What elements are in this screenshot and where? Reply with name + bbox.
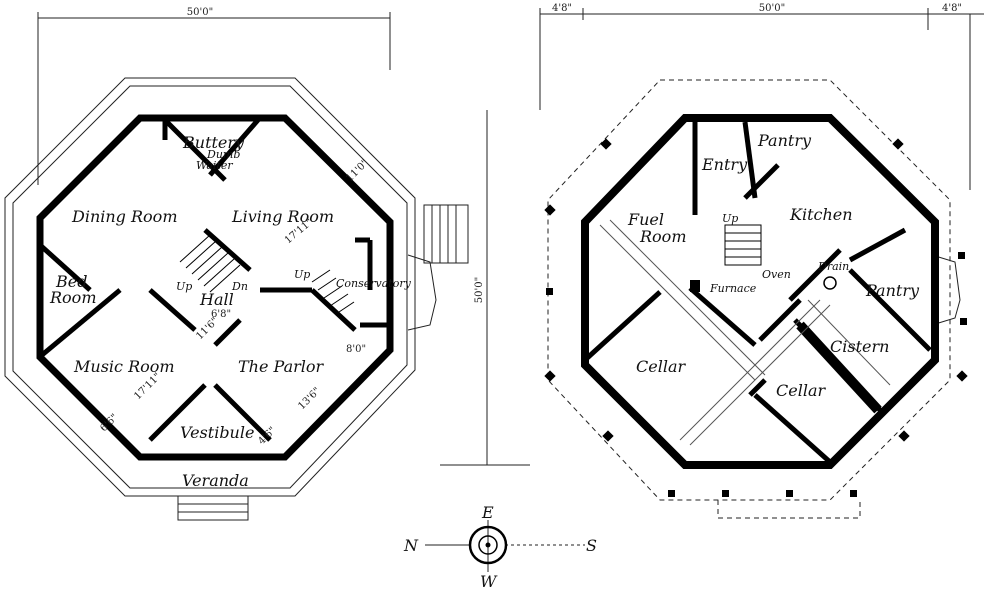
basement-top-dimension: 4'8" 50'0" 4'8" [539, 3, 984, 20]
basement-width-label: 50'0" [759, 3, 785, 14]
note-up-conservatory: Up [294, 268, 310, 281]
basement-piers [544, 138, 968, 497]
side-steps [423, 204, 469, 264]
room-label-hall: Hall [199, 290, 234, 309]
conservatory-bay [407, 254, 437, 331]
veranda-outline [4, 77, 416, 497]
compass-rose: N S E W [403, 503, 597, 591]
basement-diagonal-lines [599, 219, 891, 446]
furnace-block [690, 280, 700, 292]
room-label-dumb-waiter-line2: Waiter [196, 159, 233, 172]
room-label-pantry-top: Pantry [757, 131, 812, 150]
room-label-dumb-waiter-line1: Dumb [206, 148, 240, 161]
hall-stairs [179, 234, 241, 293]
first-floor-interior-walls [38, 118, 388, 442]
drain-circle [823, 276, 837, 290]
dim-conservatory-side: 8'0" [346, 344, 366, 355]
basement-interior-walls [583, 121, 932, 464]
first-floor-side-dimension: 50'0" [440, 110, 530, 466]
room-label-oven: Oven [762, 268, 791, 281]
room-label-buttery: Buttery [182, 133, 245, 152]
room-label-cistern: Cistern [830, 337, 889, 356]
room-label-furnace: Furnace [709, 282, 757, 295]
basement-right-offset-label: 4'8" [942, 3, 962, 14]
first-floor-depth-label: 50'0" [474, 277, 485, 303]
room-label-pantry-right: Pantry [865, 281, 920, 300]
room-label-bed-room-line1: Bed [55, 272, 87, 291]
room-label-kitchen: Kitchen [789, 205, 853, 224]
room-label-music-room: Music Room [73, 357, 175, 376]
compass-west-label: W [480, 572, 498, 591]
basement-left-offset-label: 4'8" [552, 3, 572, 14]
conservatory-stairs [311, 269, 355, 315]
room-label-the-parlor: The Parlor [238, 357, 325, 376]
note-up-hall: Up [176, 280, 192, 293]
note-down-hall: Dn [231, 280, 248, 293]
first-floor-exterior-walls [36, 114, 394, 461]
room-label-bed-room-line2: Room [49, 288, 96, 307]
room-label-veranda: Veranda [182, 471, 249, 490]
room-label-dining-room: Dining Room [71, 207, 177, 226]
room-label-cellar-left: Cellar [636, 357, 686, 376]
basement-exterior-walls [581, 114, 939, 469]
room-label-fuel-room-line1: Fuel [627, 210, 664, 229]
first-floor-plan: 50'0" 50'0" [4, 7, 530, 521]
compass-south-label: S [586, 536, 597, 555]
front-steps [177, 495, 249, 521]
room-label-cellar-right: Cellar [776, 381, 826, 400]
compass-north-label: N [403, 536, 419, 555]
basement-plan: 4'8" 50'0" 4'8" [539, 3, 984, 519]
first-floor-width-label: 50'0" [187, 7, 213, 18]
room-label-entry: Entry [701, 155, 748, 174]
cistern-thick-wall [796, 321, 882, 414]
dim-hall-small: 6'8" [211, 309, 231, 320]
room-label-conservatory: Conservatory [336, 277, 412, 290]
basement-bay [931, 254, 961, 326]
first-floor-top-dimension: 50'0" [37, 7, 391, 24]
dim-living-room-wall: 11'0" [344, 158, 370, 184]
room-label-living-room: Living Room [231, 207, 334, 226]
room-label-drain: Drain [817, 260, 849, 273]
compass-east-label: E [481, 503, 494, 522]
dim-parlor: 13'6" [296, 386, 322, 412]
basement-porch-outline [547, 79, 951, 501]
room-label-vestibule: Vestibule [180, 423, 254, 442]
room-label-fuel-room-line2: Room [639, 227, 686, 246]
note-up-basement: Up [722, 212, 738, 225]
first-floor-room-labels: Buttery Dumb Waiter Dining Room Living R… [49, 133, 412, 490]
basement-stairs [724, 224, 762, 266]
basement-room-labels: Entry Pantry Fuel Room Kitchen Up Oven D… [627, 131, 920, 400]
